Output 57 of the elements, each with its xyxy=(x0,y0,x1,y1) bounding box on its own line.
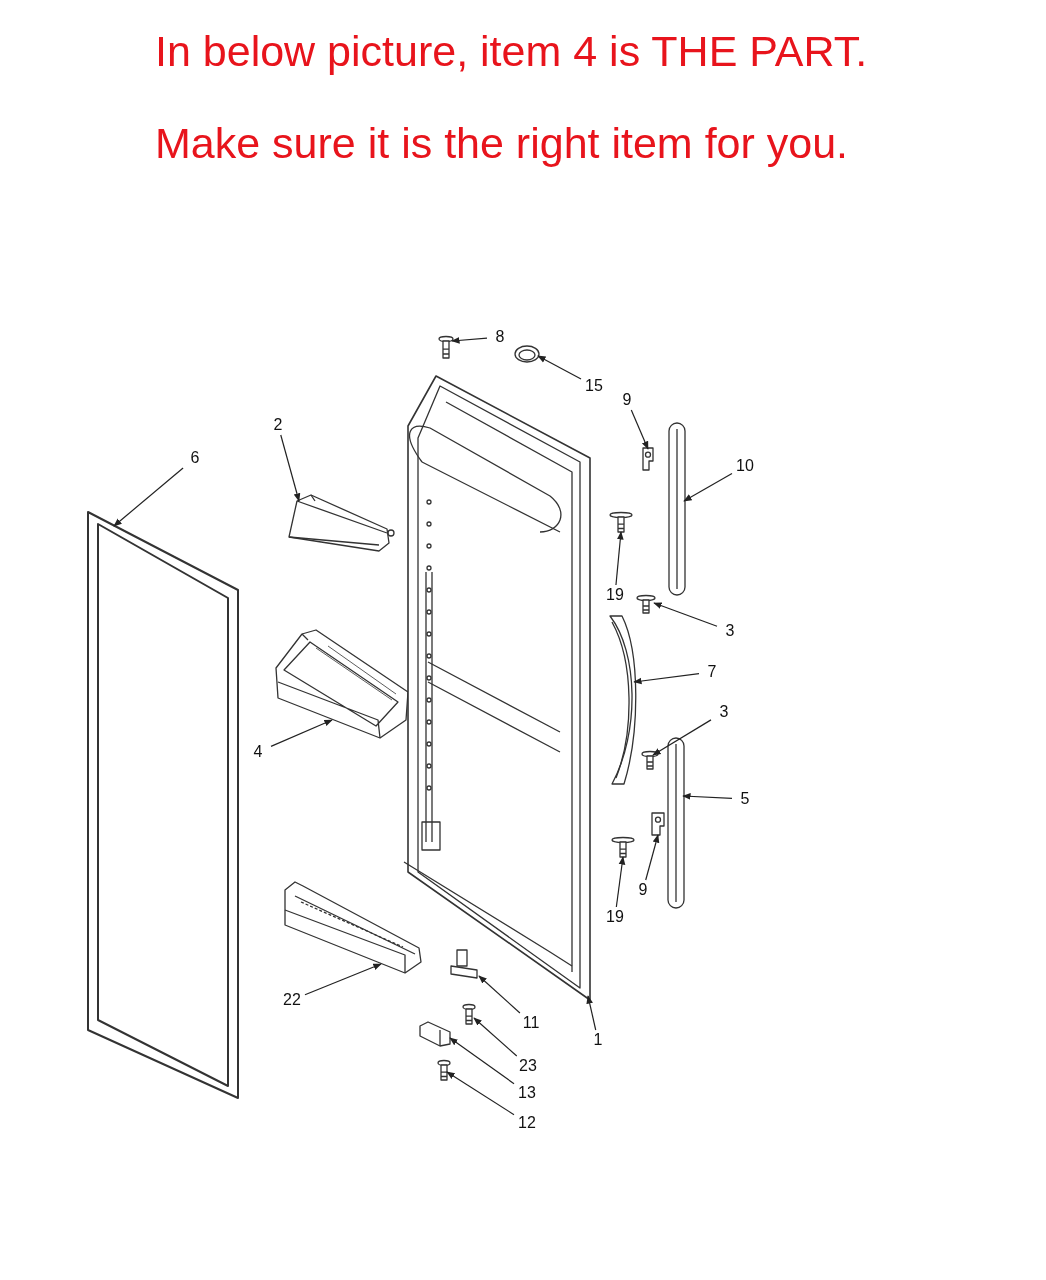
leader-line xyxy=(586,995,597,1031)
callout-number: 5 xyxy=(732,789,758,809)
callout-number: 2 xyxy=(265,415,291,435)
callout-number: 3 xyxy=(711,702,737,722)
callout-number: 23 xyxy=(515,1056,541,1076)
callout-number: 11 xyxy=(518,1013,544,1033)
callout-number: 12 xyxy=(514,1113,540,1133)
hinge-pin-drawing xyxy=(449,948,481,982)
callout-number: 13 xyxy=(514,1083,540,1103)
callout-number: 4 xyxy=(245,742,271,762)
leader-line xyxy=(630,409,649,450)
callout-number: 15 xyxy=(581,376,607,396)
note-text: Make sure it is the right item for you. xyxy=(155,120,849,168)
leader-line xyxy=(682,793,733,800)
callout-number: 19 xyxy=(602,585,628,605)
heading: In below picture, item 4 is THE PART. xyxy=(155,28,868,76)
screw-drawing xyxy=(462,1004,476,1026)
callout-number: 3 xyxy=(717,621,743,641)
leader-line xyxy=(633,673,700,685)
leader-line xyxy=(645,834,660,881)
leader-line xyxy=(615,856,626,908)
leader-line xyxy=(478,975,521,1014)
callout-number: 6 xyxy=(182,448,208,468)
screw-drawing xyxy=(611,837,635,859)
leader-line xyxy=(473,1017,518,1057)
door-gasket-drawing xyxy=(84,510,242,1100)
leader-line xyxy=(683,472,733,502)
screw-drawing xyxy=(636,595,656,615)
leader-line xyxy=(652,719,712,756)
screw-drawing xyxy=(438,336,454,360)
callout-number: 9 xyxy=(614,390,640,410)
clip-drawing xyxy=(649,811,667,837)
callout-number: 7 xyxy=(699,662,725,682)
callout-number: 9 xyxy=(630,880,656,900)
callout-number: 10 xyxy=(732,456,758,476)
leader-line xyxy=(113,467,184,527)
callout-number: 19 xyxy=(602,907,628,927)
leader-line xyxy=(280,434,301,502)
leader-line xyxy=(449,1037,515,1085)
callout-number: 8 xyxy=(487,327,513,347)
callout-number: 22 xyxy=(279,990,305,1010)
trim-strip-drawing xyxy=(667,421,687,597)
leader-line xyxy=(653,602,718,627)
screw-drawing xyxy=(437,1060,451,1082)
leader-line xyxy=(446,1071,515,1116)
leader-line xyxy=(304,963,382,996)
hinge-bracket-drawing xyxy=(418,1020,452,1048)
screw-drawing xyxy=(609,512,633,534)
clip-drawing xyxy=(640,446,656,472)
callout-number: 1 xyxy=(585,1030,611,1050)
door-bin-drawing xyxy=(287,493,397,553)
leader-line xyxy=(615,531,624,586)
leader-line xyxy=(451,337,488,344)
leader-line xyxy=(270,719,333,747)
cap-drawing xyxy=(514,344,540,364)
leader-line xyxy=(537,355,582,380)
screw-drawing xyxy=(641,751,659,771)
